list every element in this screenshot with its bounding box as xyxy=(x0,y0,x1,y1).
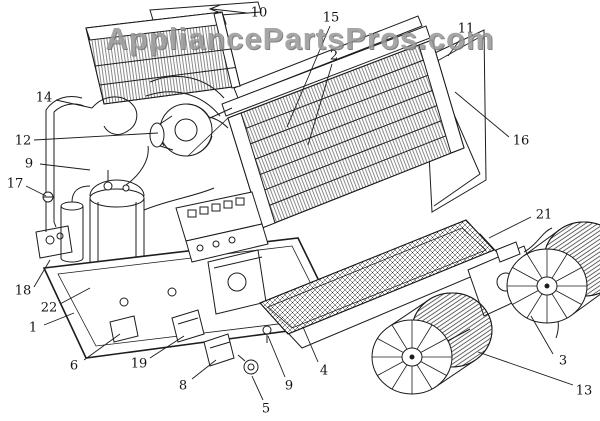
coil-end-plate-right xyxy=(418,39,465,154)
callout-leader-14-4 xyxy=(55,99,93,109)
callout-leader-15-1 xyxy=(286,25,331,128)
callout-leader-11-3 xyxy=(447,36,463,57)
callout-leader-8-15 xyxy=(191,359,217,380)
evaporator-top-frame xyxy=(149,1,262,21)
callout-leader-16-8 xyxy=(454,91,510,138)
blower-wheel-right xyxy=(506,221,600,324)
top-frame-rail xyxy=(221,15,431,117)
callout-leader-19-14 xyxy=(149,335,185,359)
air-filter xyxy=(259,219,507,349)
callout-arrowhead xyxy=(208,4,222,14)
evaporator-coil xyxy=(85,1,262,105)
alignment-lines xyxy=(187,117,229,157)
callout-leader-1-12 xyxy=(43,312,75,326)
callout-leader-21-9 xyxy=(488,216,532,239)
callout-leader-2-2 xyxy=(307,63,333,146)
coil-end-plate-left xyxy=(227,112,276,229)
callout-leader-5-16 xyxy=(251,375,264,401)
callout-leader-9-17 xyxy=(267,335,286,378)
accumulator xyxy=(60,185,91,263)
callout-leader-17-7 xyxy=(25,185,47,197)
tubing-loop xyxy=(91,96,138,135)
bracket-19 xyxy=(171,309,205,343)
callout-leader-lines xyxy=(25,8,574,401)
callout-leader-13-20 xyxy=(477,351,574,386)
callout-leader-4-18 xyxy=(302,326,319,363)
filter-mesh xyxy=(259,219,495,335)
callout-leader-22-11 xyxy=(59,287,91,305)
partition-bulkhead xyxy=(207,249,267,315)
terminal-box xyxy=(175,191,269,263)
callout-leader-18-10 xyxy=(33,259,51,288)
callout-leader-6-13 xyxy=(83,333,121,361)
fan-motor xyxy=(149,103,233,157)
callout-leader-9-6 xyxy=(39,163,91,171)
clamp-5 xyxy=(243,359,259,375)
blower-wheel-left xyxy=(371,292,493,395)
callout-leader-10-0 xyxy=(211,8,248,14)
bolt-9 xyxy=(262,325,272,335)
condenser-coil xyxy=(227,39,465,229)
callout-leader-3-19 xyxy=(530,315,554,355)
service-tubing-left xyxy=(35,96,138,259)
callout-leader-12-5 xyxy=(33,132,159,141)
bracket-6 xyxy=(109,315,139,343)
box-8 xyxy=(203,333,235,367)
